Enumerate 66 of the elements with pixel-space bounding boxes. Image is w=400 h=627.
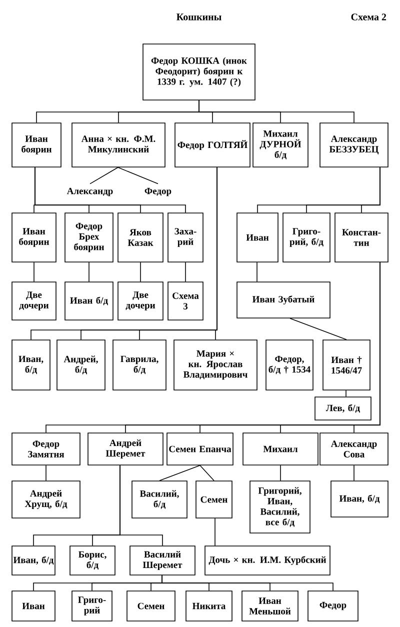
person-box: Лев, б/д [314,396,372,420]
person-box: Две дочери [118,282,164,320]
person-box: Дочь × кн. И.М. Курбский [204,546,330,576]
person-box: Федор Замятня [12,432,80,466]
connector-line [88,262,90,282]
person-box: Федор ГОЛТЯЙ [174,122,250,168]
person-box: Иван Меньшой [242,590,298,622]
person-box: Федор, б/д † 1534 [266,340,314,390]
connector-line [118,167,158,184]
name-label: Александр [66,188,113,196]
connector-line [256,262,258,282]
connector-line [198,100,354,123]
person-box: Анна × кн. Ф.М. Микулинский [72,122,166,168]
connector-line [200,465,214,481]
connector-line [140,262,141,282]
person-box: Федор [308,590,358,622]
person-box: Иван [12,590,56,622]
person-box: Две дочери [12,282,56,320]
person-box: Семен [126,590,176,622]
person-box: Иван, б/д [12,340,50,390]
person-box: Иван, б/д [12,546,56,576]
person-box: Михаил ДУРНОЙ б/д [252,122,308,168]
person-box: Федор Брех боярин [64,212,114,262]
person-box: Андрей, б/д [56,340,106,390]
connector-line [361,167,380,213]
connector-line [354,262,380,433]
person-box: Федор КОШКА (инок Феодорит) боярин к 1339 г. ум. 1407 (?) [142,44,256,100]
title: Кошкины [176,14,222,20]
person-box: Иван † 1546/47 [322,340,370,390]
person-box: Михаил [242,432,318,466]
person-box: Василий, б/д [132,480,188,518]
person-box: Василий Шеремет [130,546,196,576]
connector-line [215,167,218,340]
person-box: Андрей Шеремет [88,432,164,466]
connector-line [214,518,216,546]
scheme-label: Схема 2 [351,14,386,20]
person-box: Заха- рий [168,212,204,262]
person-box: Мария × кн. Ярослав Владимирович [174,340,258,390]
connector-line [120,465,163,546]
connector-line [290,318,347,340]
person-box: Никита [186,590,232,622]
person-box: Семен [196,480,232,518]
person-box: Андрей Хрущ, б/д [12,480,80,518]
person-box: Иван Зубатый [236,282,330,318]
person-box: Александр БЕЗЗУБЕЦ [320,122,388,168]
person-box: Иван [236,212,278,262]
connector-line [280,465,281,481]
person-box: Григо- рий, б/д [282,212,330,262]
person-box: Григо- рий [72,590,112,622]
person-box: Яков Казак [118,212,164,262]
person-box: Иван, б/д [330,480,388,518]
person-box: Схема 3 [168,282,204,320]
person-box: Борис, б/д [70,546,116,576]
connector-line [185,262,186,282]
connector-line [162,575,334,591]
person-box: Александр Сова [320,432,388,466]
person-box: Гаврила, б/д [112,340,166,390]
person-box: Иван б/д [64,282,114,320]
person-box: Иван боярин [12,212,56,262]
name-label: Федор [144,188,172,196]
person-box: Констан- тин [334,212,388,262]
connector-line [34,167,186,213]
person-box: Семен Епанча [166,432,234,466]
person-box: Иван боярин [12,122,62,168]
connector-line [90,167,118,184]
person-box: Григорий, Иван, Василий, все б/д [250,480,310,534]
